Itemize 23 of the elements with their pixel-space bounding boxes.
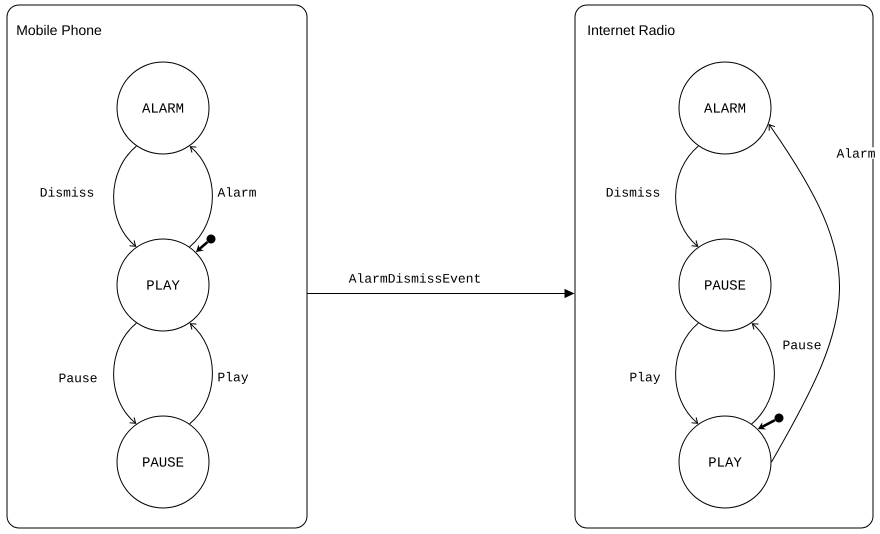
transition-arrow	[189, 323, 213, 424]
edge-label: Play	[216, 370, 250, 386]
transition-arrow	[189, 146, 213, 248]
transition-arrow	[113, 322, 137, 424]
transition-arrow	[675, 146, 699, 247]
edge-label: AlarmDismissEvent	[348, 272, 482, 284]
edge-label: Dismiss	[38, 186, 96, 198]
transition-arrow	[768, 124, 840, 462]
transition-arrow	[675, 322, 699, 424]
container-title: Internet Radio	[588, 24, 675, 36]
initial-dot	[206, 234, 216, 244]
transition-arrow	[113, 146, 137, 247]
container-title: Mobile Phone	[17, 24, 102, 36]
initial-dot	[774, 413, 784, 422]
edge-label: Play	[628, 370, 662, 386]
edge-label: Alarm	[216, 186, 258, 198]
edge-label: Dismiss	[604, 186, 662, 198]
system-frame	[6, 4, 308, 528]
edge-label: Pause	[58, 372, 99, 384]
edge-label: Pause	[782, 340, 822, 350]
transition-arrow	[751, 323, 775, 424]
edge-label: Alarm	[836, 147, 876, 159]
system-frame	[574, 4, 874, 528]
